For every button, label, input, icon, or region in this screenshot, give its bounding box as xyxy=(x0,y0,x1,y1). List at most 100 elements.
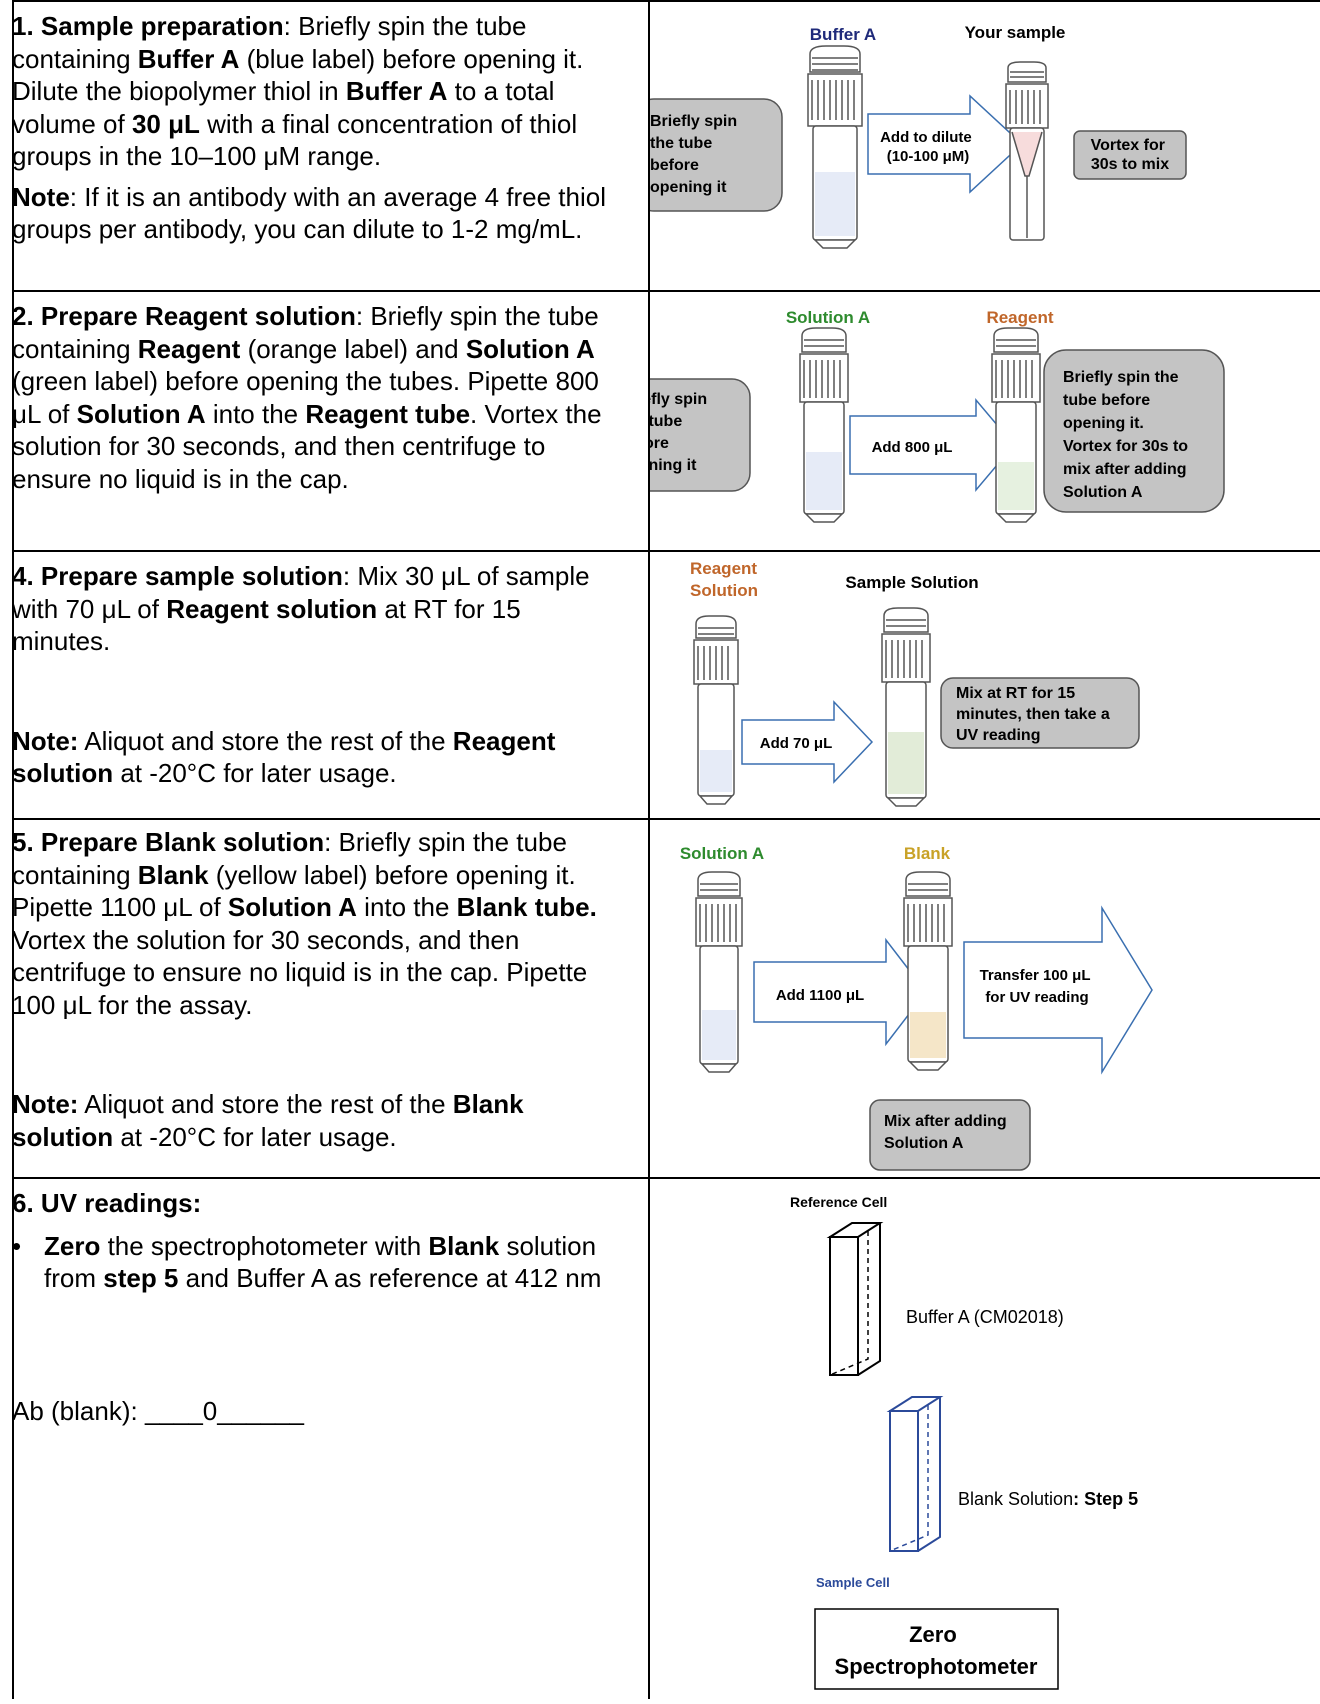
callout-text: Briefly spin the tube before opening it xyxy=(650,113,742,196)
step-number: 4. xyxy=(12,561,34,591)
step-text: Vortex the solution for 30 seconds, and … xyxy=(12,924,588,1020)
tube-label-your-sample: Your sample xyxy=(965,23,1066,42)
step-text-bold: Reagent xyxy=(137,333,241,364)
bullet-text: the spectrophotometer with xyxy=(100,1230,429,1261)
reagent-solution-tube-icon xyxy=(693,615,739,805)
solution-a-tube-icon xyxy=(799,327,849,523)
zero-spectrophotometer-box xyxy=(814,1608,1059,1690)
reference-cuvette-icon xyxy=(826,1222,884,1376)
arrow-label: Add to dilute (10-100 μM) xyxy=(880,129,976,165)
note-label: Note: xyxy=(12,725,79,756)
step-text-bold: Solution A xyxy=(76,398,206,429)
step-5-text: 5. Prepare Blank solution: Briefly spin … xyxy=(12,826,612,1161)
note-text-bold: Reagent solution xyxy=(12,725,556,789)
step-1-text: 1. Sample preparation: Briefly spin the … xyxy=(12,10,612,254)
buffer-a-tube-icon xyxy=(807,45,863,249)
step-text: : Briefly spin the tube containing xyxy=(12,301,599,364)
callout-box xyxy=(940,677,1140,749)
bullet-text-bold: step 5 xyxy=(103,1263,179,1293)
step-title: Prepare Blank solution xyxy=(40,827,325,857)
protocol-table xyxy=(12,0,1320,1699)
step-text-bold: Solution A xyxy=(227,892,357,922)
bullet-text-bold: Blank xyxy=(428,1230,500,1261)
ab-blank-line: Ab (blank): ____0______ xyxy=(12,1395,305,1426)
step-text: into the xyxy=(205,398,306,429)
reagent-tube-icon xyxy=(991,327,1041,523)
step-text: (blue label) before opening it. Dilute t… xyxy=(12,43,584,107)
callout-box xyxy=(1043,349,1225,513)
bullet-text-bold: Zero xyxy=(44,1230,101,1261)
arrow-label: Add 800 μL xyxy=(872,439,953,456)
zero-spectrophotometer-label: Zero Spectrophotometer xyxy=(835,1622,1038,1679)
step-number: 1. xyxy=(12,11,34,41)
step-title: Sample preparation xyxy=(40,11,284,41)
note-text: at -20°C for later usage. xyxy=(113,1121,397,1152)
step-1-figure: Buffer A Your sample Briefly spin the tu… xyxy=(635,2,1320,290)
reference-cell-label: Reference Cell xyxy=(790,1194,887,1210)
step-text: (green label) before opening the tubes. … xyxy=(12,366,599,429)
row-divider xyxy=(12,818,1320,820)
sample-cell-label: Sample Cell xyxy=(816,1575,890,1590)
arrow-label: Add 1100 μL xyxy=(776,987,864,1004)
step-5-illustration: Solution A Blank Add 1100 μL Transfer 10… xyxy=(680,844,1153,1171)
note-text: at -20°C for later usage. xyxy=(113,758,397,788)
step-text-bold: Reagent tube xyxy=(305,398,471,429)
callout-box xyxy=(1073,130,1187,180)
bullet-text: solution from xyxy=(44,1230,597,1294)
step-title: Prepare sample solution xyxy=(40,561,343,591)
step-6-illustration: Reference Cell Buffer A (CM02018) Blank … xyxy=(790,1194,1138,1690)
callout-text: Mix at RT for 15 minutes, then take a UV… xyxy=(956,685,1114,744)
step-text: : Briefly spin the tube containing xyxy=(12,827,567,890)
blank-solution-label: Blank Solution: Step 5 xyxy=(958,1489,1138,1509)
tube-label-solution-a: Solution A xyxy=(680,844,764,863)
note-text: Aliquot and store the rest of the xyxy=(78,1089,453,1119)
tube-label-buffer-a: Buffer A xyxy=(810,25,876,44)
tube-label-reagent-solution: Reagent Solution xyxy=(690,559,762,600)
callout-box xyxy=(869,1099,1031,1171)
sample-solution-tube-icon xyxy=(881,607,931,807)
step-5-figure: Solution A Blank Add 1100 μL Transfer 10… xyxy=(650,820,1320,1177)
step-text-bold: Blank xyxy=(137,859,209,890)
step-2-figure: Solution A Reagent Briefly spin the tube… xyxy=(605,292,1320,550)
row-divider xyxy=(12,550,1320,552)
step-text: at RT for 15 minutes. xyxy=(12,593,521,657)
bullet-text: and Buffer A as reference at 412 nm xyxy=(178,1263,602,1293)
step-text: . Vortex the solution for 30 seconds, an… xyxy=(12,398,602,494)
callout-text: Mix after adding Solution A xyxy=(884,1113,1011,1152)
step-text-bold: 30 μL xyxy=(131,108,200,139)
add-arrow-icon xyxy=(753,937,927,1047)
note-text-bold: Blank solution xyxy=(12,1089,524,1152)
tube-label-sample-solution: Sample Solution xyxy=(845,573,978,592)
sample-cuvette-icon xyxy=(886,1396,944,1552)
callout-text: Briefly spin the tube before opening it.… xyxy=(1063,369,1193,501)
solution-a-tube-icon xyxy=(695,871,743,1073)
step-number: 2. xyxy=(12,301,34,331)
table-column-divider xyxy=(648,0,650,1699)
step-text: with a final concentration of thiol grou… xyxy=(12,108,578,172)
arrow-label: Add 70 μL xyxy=(760,735,833,752)
step-text: (yellow label) before opening it. Pipett… xyxy=(12,859,576,923)
step-2-illustration: Solution A Reagent Briefly spin the tube… xyxy=(605,308,1225,523)
your-sample-tube-icon xyxy=(1005,61,1049,241)
blank-tube-icon xyxy=(903,871,953,1071)
step-text-bold: Buffer A xyxy=(137,43,240,74)
step-text: (orange label) and xyxy=(240,333,466,364)
table-border-top xyxy=(12,0,1320,2)
step-number: 5. xyxy=(12,827,34,857)
step-text-bold: Buffer A xyxy=(345,76,448,106)
step-title: UV readings: xyxy=(40,1188,202,1218)
step-6-text: 6. UV readings: • Zero the spectrophotom… xyxy=(12,1187,612,1435)
note-label: Note xyxy=(12,181,70,212)
row-divider xyxy=(12,290,1320,292)
step-text: : Mix 30 μL of sample with 70 μL of xyxy=(12,561,590,624)
row-divider xyxy=(12,1177,1320,1179)
step-text-bold: Reagent solution xyxy=(166,593,378,624)
step-text-bold: Solution A xyxy=(465,333,595,364)
step-6-figure: Reference Cell Buffer A (CM02018) Blank … xyxy=(650,1179,1320,1699)
table-border-left xyxy=(12,0,14,1699)
bullet-dot-icon: • xyxy=(12,1230,22,1261)
note-text: : If it is an antibody with an average 4… xyxy=(12,181,606,245)
add-arrow-icon xyxy=(867,94,1024,194)
step-4-illustration: Reagent Solution Sample Solution Add 70 … xyxy=(690,559,1140,807)
arrow-label: Transfer 100 μL for UV reading xyxy=(980,967,1095,1006)
